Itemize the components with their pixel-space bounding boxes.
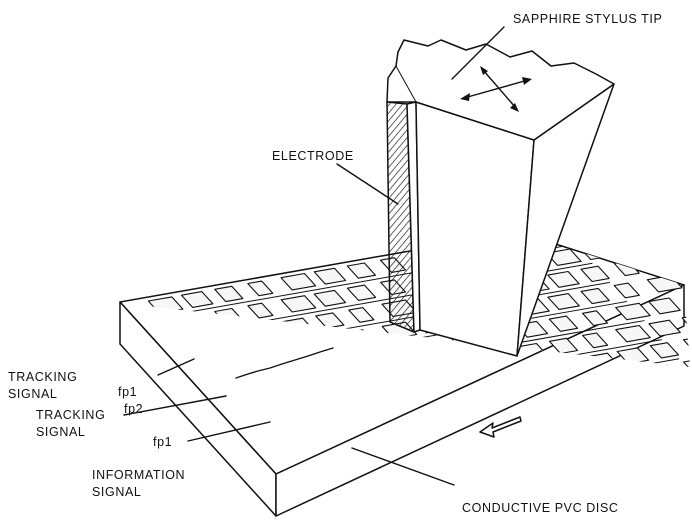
signal-pit: [619, 393, 647, 408]
electrode-plate: [387, 102, 420, 332]
label-sapphire-stylus: SAPPHIRE STYLUS TIP: [513, 12, 662, 26]
signal-pit: [584, 375, 619, 391]
stylus-front-face: [416, 102, 534, 356]
label-fp2: fp2: [124, 402, 143, 416]
signal-pit: [552, 403, 587, 419]
signal-pit: [613, 239, 641, 254]
signal-pit: [685, 380, 692, 396]
signal-pit: [684, 337, 692, 352]
signal-pit: [617, 370, 648, 386]
label-tracking-2: TRACKING: [36, 408, 105, 422]
left-arrow-icon: [480, 417, 521, 437]
label-signal-3: SIGNAL: [92, 485, 141, 499]
label-electrode: ELECTRODE: [272, 149, 354, 163]
signal-pit: [650, 343, 678, 358]
signal-pit: [617, 348, 648, 364]
label-signal-1: SIGNAL: [8, 387, 57, 401]
label-information: INFORMATION: [92, 468, 185, 482]
label-conductive-disc: CONDUCTIVE PVC DISC: [462, 501, 619, 515]
signal-pit: [580, 222, 611, 238]
signal-pit: [684, 360, 692, 375]
label-fp1-information: fp1: [153, 435, 172, 449]
signal-pit: [650, 365, 678, 380]
signal-pit: [519, 411, 544, 426]
signal-pit: [586, 398, 617, 414]
label-signal-2: SIGNAL: [36, 425, 85, 439]
signal-pit: [652, 387, 677, 402]
label-tracking-1: TRACKING: [8, 370, 77, 384]
label-fp1-tracking: fp1: [118, 385, 137, 399]
